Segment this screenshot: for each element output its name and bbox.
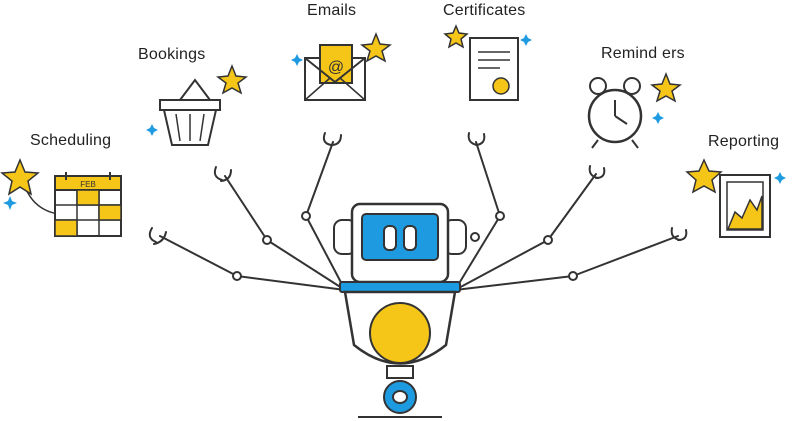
robot-head xyxy=(333,202,480,284)
robot-shoulder-band xyxy=(339,281,461,293)
label-bookings: Bookings xyxy=(138,46,206,63)
sparkle-icon xyxy=(3,196,17,210)
alarm-clock-icon xyxy=(587,77,643,149)
basket-icon xyxy=(159,78,221,146)
at-symbol: @ xyxy=(328,59,344,76)
label-reminders: Remind ers xyxy=(601,45,685,62)
calendar-icon: FEB xyxy=(21,172,122,237)
envelope-icon: @ xyxy=(304,44,366,101)
sparkle-icon xyxy=(146,124,158,136)
star-icon xyxy=(0,158,40,196)
label-emails: Emails xyxy=(307,2,357,19)
star-icon xyxy=(685,158,723,194)
calendar-header: FEB xyxy=(80,180,96,189)
certificate-icon xyxy=(469,37,519,101)
arm-joints xyxy=(232,211,578,281)
label-scheduling: Scheduling xyxy=(30,132,112,149)
sparkle-icon xyxy=(652,112,664,124)
star-icon xyxy=(443,24,469,49)
star-icon xyxy=(360,31,392,63)
star-icon xyxy=(650,71,682,103)
report-chart-icon xyxy=(719,174,771,238)
sparkle-icon xyxy=(520,34,532,46)
robot-body xyxy=(343,290,457,418)
sparkle-icon xyxy=(291,54,303,66)
label-reporting: Reporting xyxy=(708,133,780,150)
label-certificates: Certificates xyxy=(443,2,526,19)
sparkle-icon xyxy=(774,172,786,184)
star-icon xyxy=(216,63,248,95)
